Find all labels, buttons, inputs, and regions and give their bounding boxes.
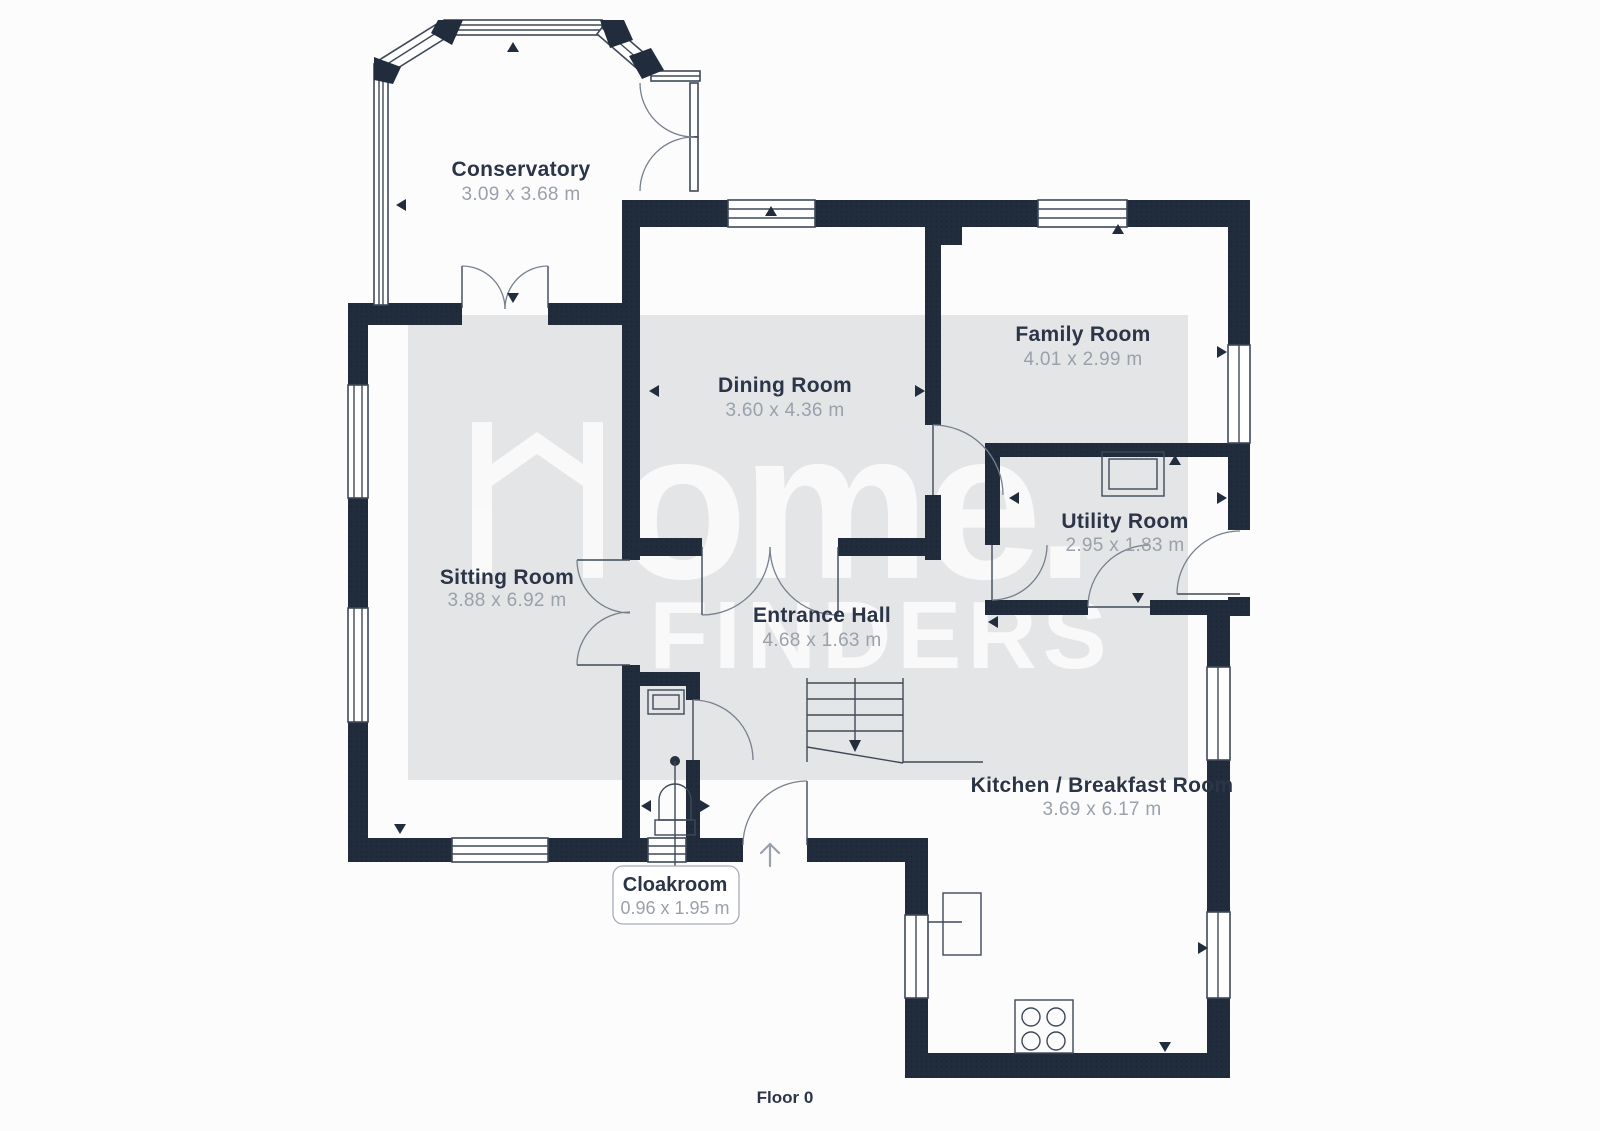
window [647,837,687,863]
room-dims-family-room: 4.01 x 2.99 m [1023,349,1142,370]
window [347,384,369,499]
entrance-arrow-icon [759,842,781,868]
room-label-entrance-hall: Entrance Hall [753,604,891,627]
room-dims-entrance-hall: 4.68 x 1.63 m [762,630,881,651]
room-label-family-room: Family Room [1015,323,1150,346]
double-doors-dining-hall [701,546,839,616]
appliance-icon [928,892,982,956]
room-label-group-family-room: Family Room 4.01 x 2.99 m [1015,323,1150,370]
room-dims-sitting-room: 3.88 x 6.92 m [447,590,566,611]
room-dims-cloakroom: 0.96 x 1.95 m [620,898,729,918]
doors [461,82,1241,846]
front-door [742,780,808,846]
watermark-finders-text: FINDERS [649,582,1112,689]
conservatory-glazing [373,19,701,306]
double-doors-sitting-conservatory [461,265,549,310]
cloakroom-callout: Cloakroom 0.96 x 1.95 m [612,756,740,925]
watermark-home-text: ome. [618,386,1089,623]
door-hall-kitchen [991,544,1048,601]
room-label-sitting-room: Sitting Room [440,566,574,589]
room-label-group-sitting-room: Sitting Room 3.88 x 6.92 m [440,566,574,611]
room-label-group-kitchen: Kitchen / Breakfast Room 3.69 x 6.17 m [971,774,1234,820]
window [451,837,549,863]
room-label-group-conservatory: Conservatory 3.09 x 3.68 m [452,158,591,205]
window [347,607,369,723]
stairs-icon [806,678,983,764]
door-cloakroom [692,699,754,761]
french-doors-conservatory [639,82,699,192]
utility-sink-icon [1101,451,1165,497]
room-label-group-dining-room: Dining Room 3.60 x 4.36 m [718,374,852,421]
room-dims-conservatory: 3.09 x 3.68 m [461,184,580,205]
room-dims-dining-room: 3.60 x 4.36 m [725,400,844,421]
door-utility [1087,544,1151,608]
hob-icon [1014,999,1074,1054]
room-label-kitchen: Kitchen / Breakfast Room [971,774,1234,797]
windows [347,199,1251,999]
room-label-conservatory: Conservatory [452,158,591,181]
basin-icon [647,689,685,715]
room-label-dining-room: Dining Room [718,374,852,397]
window [904,914,929,999]
window [1037,199,1128,228]
window [1227,344,1251,444]
double-doors-sitting-hall [576,559,631,666]
room-label-utility-room: Utility Room [1061,510,1188,533]
floor-label: Floor 0 [757,1088,814,1107]
room-dims-kitchen: 3.69 x 6.17 m [1042,799,1161,820]
walls [348,200,1250,1078]
dimension-arrows [394,42,1227,1052]
watermark: ome. FINDERS [472,386,1112,689]
room-label-cloakroom: Cloakroom [623,874,727,896]
room-label-group-entrance-hall: Entrance Hall 4.68 x 1.63 m [753,604,891,651]
floor-shaded-area [408,315,1188,780]
room-dims-utility-room: 2.95 x 1.83 m [1065,535,1184,556]
door-family-room [932,424,1004,496]
window [1206,666,1231,761]
room-labels: Conservatory 3.09 x 3.68 m Dining Room 3… [440,158,1234,820]
door-utility-exterior [1176,530,1241,595]
room-label-group-utility-room: Utility Room 2.95 x 1.83 m [1061,510,1188,556]
window [1206,911,1231,999]
watermark-logo-h [472,422,603,578]
house-roof-chevron-icon [472,432,603,500]
